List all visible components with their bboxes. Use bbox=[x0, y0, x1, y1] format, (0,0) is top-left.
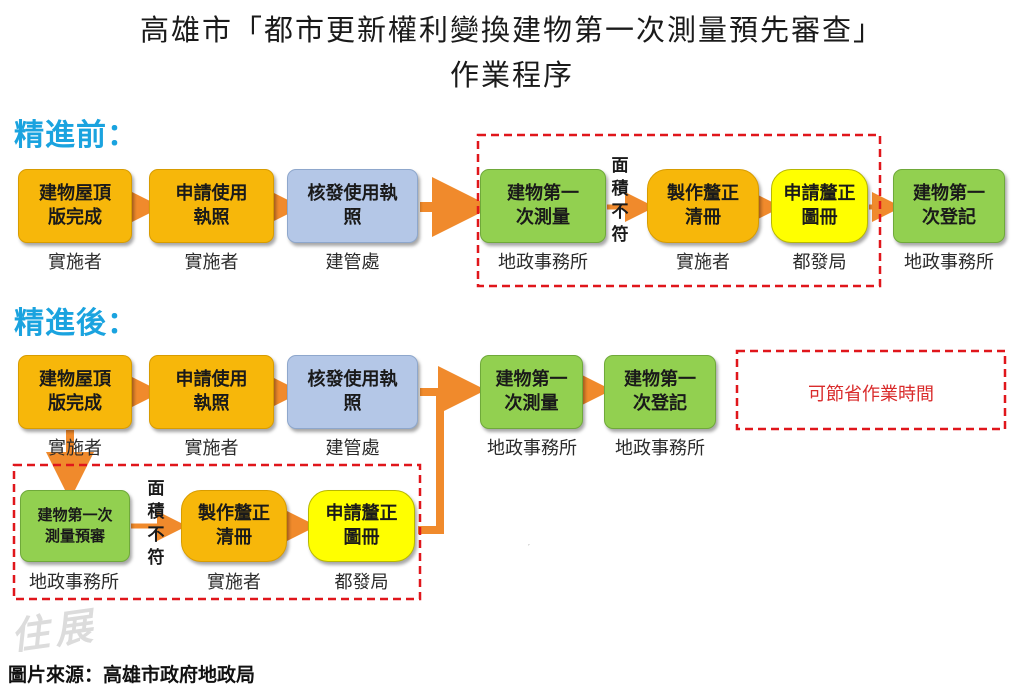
presurvey-actor-2: 實施者 bbox=[207, 572, 261, 593]
presurvey-actor-1: 地政事務所 bbox=[29, 572, 119, 593]
presurvey-step-pre-review: 建物第一次 測量預審 bbox=[20, 490, 130, 562]
after-heading: 精進後： bbox=[14, 306, 138, 341]
presurvey-dashed-frame bbox=[12, 463, 422, 601]
before-actor-7: 地政事務所 bbox=[904, 252, 994, 273]
after-step-issue-license: 核發使用執 照 bbox=[287, 355, 418, 429]
before-actor-5: 實施者 bbox=[676, 252, 730, 273]
after-actor-1: 實施者 bbox=[48, 438, 102, 459]
svg-text:,: , bbox=[528, 540, 530, 547]
arrow-presurvey-return bbox=[418, 392, 444, 534]
presurvey-step-correction-list: 製作釐正 清冊 bbox=[181, 490, 287, 562]
before-actor-6: 都發局 bbox=[792, 252, 847, 273]
presurvey-mismatch-note: 面積不符 bbox=[147, 479, 165, 568]
footer-bar bbox=[0, 652, 330, 691]
before-heading: 精進前： bbox=[14, 118, 138, 153]
after-actor-3: 建管處 bbox=[325, 438, 380, 459]
before-dashed-frame bbox=[476, 133, 882, 288]
after-actor-4: 地政事務所 bbox=[487, 438, 577, 459]
before-step-first-registration: 建物第一 次登記 bbox=[893, 169, 1005, 243]
before-actor-1: 實施者 bbox=[48, 252, 102, 273]
before-step-apply-license: 申請使用 執照 bbox=[149, 169, 274, 243]
before-actor-2: 實施者 bbox=[184, 252, 239, 273]
before-actor-3: 建管處 bbox=[325, 252, 380, 273]
before-mismatch-note: 面積不符 bbox=[611, 156, 629, 245]
after-actor-2: 實施者 bbox=[184, 438, 239, 459]
before-step-first-survey: 建物第一 次測量 bbox=[480, 169, 606, 243]
before-step-apply-correction-map: 申請釐正 圖冊 bbox=[771, 169, 868, 243]
saving-note: 可節省作業時間 bbox=[808, 384, 934, 405]
saving-dashed-frame bbox=[735, 349, 1007, 431]
after-actor-5: 地政事務所 bbox=[615, 438, 705, 459]
presurvey-step-apply-correction-map: 申請釐正 圖冊 bbox=[308, 490, 415, 562]
before-step-roof-slab: 建物屋頂 版完成 bbox=[18, 169, 132, 243]
after-step-first-survey: 建物第一 次測量 bbox=[480, 355, 583, 429]
before-step-correction-list: 製作釐正 清冊 bbox=[647, 169, 759, 243]
before-actor-4: 地政事務所 bbox=[498, 252, 588, 273]
before-step-issue-license: 核發使用執 照 bbox=[287, 169, 418, 243]
diagram-title-line2: 作業程序 bbox=[449, 58, 574, 92]
image-source-caption: 圖片來源：高雄市政府地政局 bbox=[8, 664, 256, 686]
after-step-first-registration: 建物第一 次登記 bbox=[604, 355, 716, 429]
after-step-apply-license: 申請使用 執照 bbox=[149, 355, 274, 429]
diagram-title-line1: 高雄市「都市更新權利變換建物第一次測量預先審查」 bbox=[139, 13, 884, 47]
after-step-roof-slab: 建物屋頂 版完成 bbox=[18, 355, 132, 429]
presurvey-actor-3: 都發局 bbox=[334, 572, 389, 593]
